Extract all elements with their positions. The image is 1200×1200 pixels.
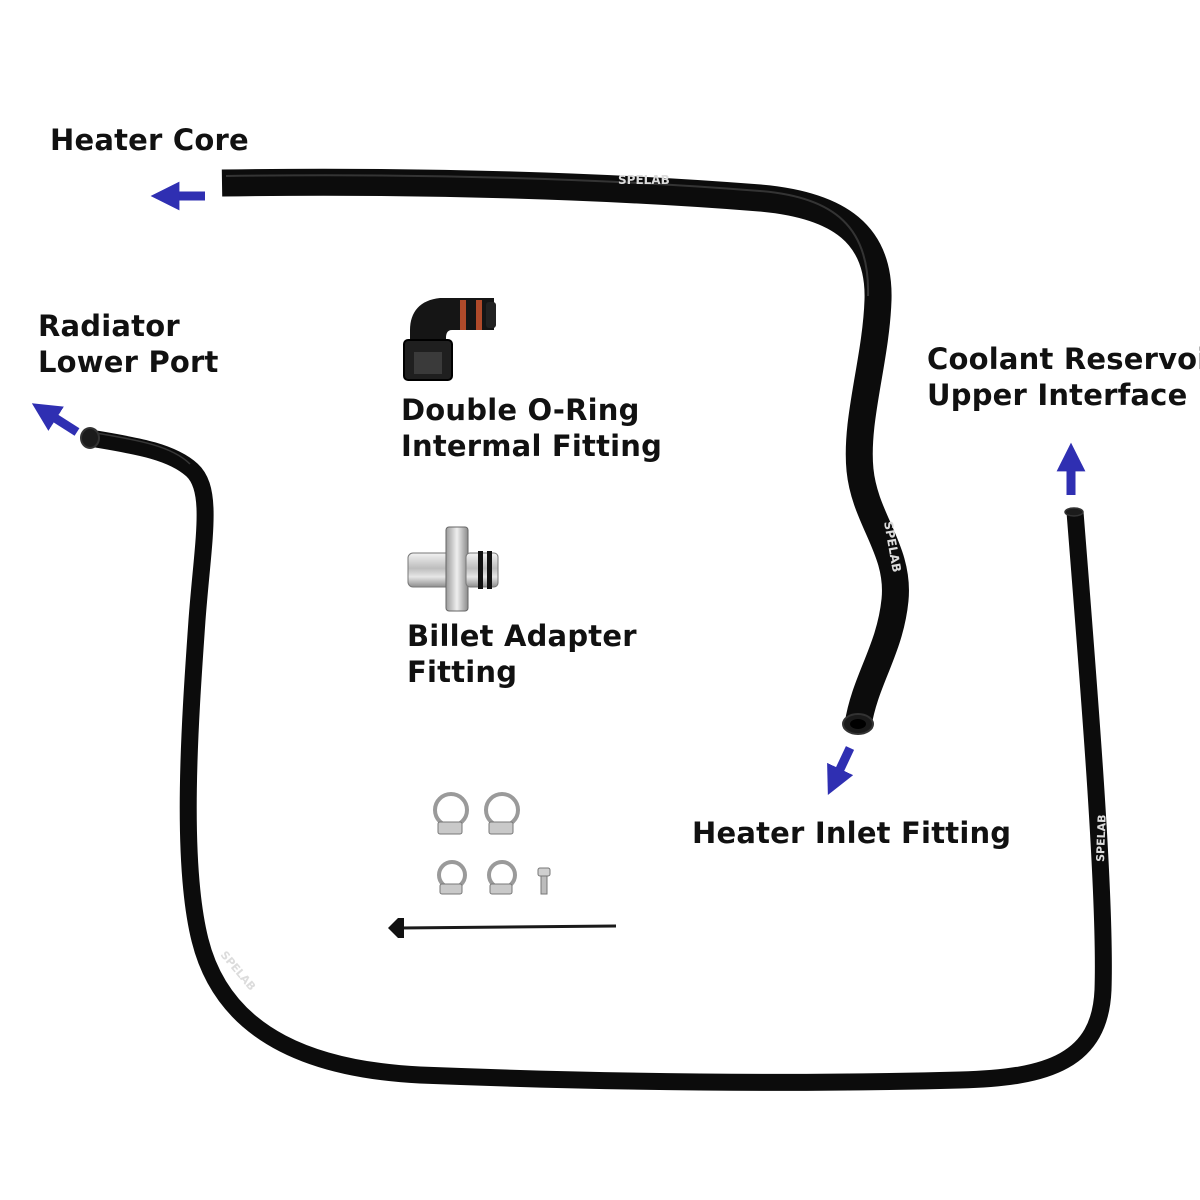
hose-opening [80, 427, 100, 449]
double-oring-fitting [403, 298, 496, 381]
oring-line-2: Intermal Fitting [401, 429, 663, 463]
billet-line-1: Billet Adapter [407, 619, 637, 653]
bolt [537, 867, 551, 895]
radiator-reservoir-hose: SPELAB SPELAB [80, 427, 1112, 1091]
heater-core-text: Heater Core [50, 123, 249, 157]
radiator-line-2: Lower Port [38, 345, 219, 379]
oring-line-1: Double O-Ring [401, 393, 640, 427]
heater-inlet-label: Heater Inlet Fitting [692, 815, 1011, 851]
direction-arrows [31, 181, 1086, 796]
heater-inlet-text: Heater Inlet Fitting [692, 816, 1012, 850]
cable-tie [388, 918, 617, 938]
radiator-line-1: Radiator [38, 309, 180, 343]
coolant-line-2: Upper Interface [927, 378, 1188, 412]
coolant-reservoir-label: Coolant Reservoir Upper Interface [927, 341, 1200, 413]
double-oring-label: Double O-Ring Intermal Fitting [401, 392, 662, 464]
hose-opening [1064, 507, 1084, 517]
radiator-lower-port-label: Radiator Lower Port [38, 308, 219, 380]
hose-clamp [487, 860, 517, 895]
hose-clamp [433, 792, 469, 835]
hose-clamps [433, 792, 551, 895]
hose-clamp [437, 860, 467, 895]
billet-adapter-label: Billet Adapter Fitting [407, 618, 637, 690]
arrow-radiator [31, 403, 80, 436]
heater-core-hose: SPELAB SPELAB [221, 168, 909, 735]
hose-brand-print: SPELAB [618, 173, 670, 187]
heater-core-label: Heater Core [50, 122, 249, 158]
billet-adapter-fitting [407, 526, 499, 612]
hose-brand-print: SPELAB [1094, 814, 1109, 862]
coolant-line-1: Coolant Reservoir [927, 342, 1200, 376]
billet-line-2: Fitting [407, 655, 518, 689]
arrow-heater-inlet [827, 746, 855, 796]
hose-clamp [484, 792, 520, 835]
